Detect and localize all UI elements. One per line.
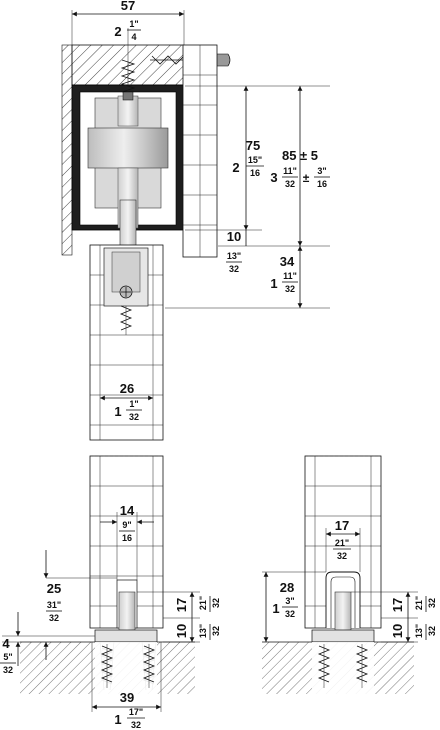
dim-57-mm: 57 <box>121 0 135 13</box>
dim-10-r-mm: 10 <box>390 624 405 638</box>
dim-10-r-in-num: 13" <box>414 624 424 638</box>
dim-17-left-mm: 17 <box>174 598 189 612</box>
dim-39-in-den: 32 <box>131 720 141 730</box>
dim-17-left-in-num: 21" <box>198 596 208 610</box>
dim-4-mm: 4 <box>2 636 10 651</box>
dim-17-right-mm: 17 <box>335 518 349 533</box>
dimension-75: 75 2 15" 16 <box>185 85 264 231</box>
dim-26-mm: 26 <box>120 381 134 396</box>
dim-39-mm: 39 <box>120 690 134 705</box>
dim-28-in-num: 3" <box>285 596 294 606</box>
dim-4-in-den: 32 <box>3 665 13 675</box>
dim-17-r-in-num: 21" <box>414 596 424 610</box>
dim-39-in-whole: 1 <box>114 712 121 727</box>
dim-57-in-den: 4 <box>131 32 136 42</box>
dim-4-in-num: 5" <box>3 652 12 662</box>
bottom-left-assembly <box>20 455 195 694</box>
dim-gap10-in-num: 13" <box>227 251 241 261</box>
bottom-right-assembly <box>262 455 414 694</box>
dim-25-in-den: 32 <box>49 613 59 623</box>
door-bracket <box>103 247 149 335</box>
top-assembly <box>61 28 231 441</box>
dim-28-in-whole: 1 <box>272 601 279 616</box>
dim-85-in-whole: 3 <box>270 170 277 185</box>
dim-25-in-num: 31" <box>47 600 61 610</box>
dim-85-tol-num: 3" <box>317 166 326 176</box>
dimension-39: 39 1 17" 32 <box>91 642 162 730</box>
wall-section <box>61 44 73 256</box>
ceiling-screw <box>120 28 136 101</box>
dim-gap10-mm: 10 <box>227 229 241 244</box>
dimension-gap-10: 10 13" 32 <box>218 229 330 274</box>
dimension-17-10-left: 17 21" 32 10 13" 32 <box>137 591 221 643</box>
dimension-28: 28 1 3" 32 <box>262 571 326 642</box>
dimension-25: 25 31" 32 <box>43 550 117 660</box>
dim-26-in-den: 32 <box>129 412 139 422</box>
dim-57-in-whole: 2 <box>114 24 121 39</box>
dim-26-in-whole: 1 <box>114 404 121 419</box>
dimension-34: 34 1 11" 32 <box>165 246 330 309</box>
dim-17-right-in-den: 32 <box>337 551 347 561</box>
dim-25-mm: 25 <box>47 581 61 596</box>
dim-75-in-whole: 2 <box>232 160 239 175</box>
roller <box>87 127 169 169</box>
dimension-26: 26 1 1" 32 <box>100 381 153 422</box>
dim-17-left-in-den: 32 <box>211 598 221 608</box>
dim-85-tol-den: 16 <box>317 179 327 189</box>
dim-17-r-in-den: 32 <box>427 598 437 608</box>
dimension-85: 85 ± 5 3 11" 32 ± 3" 16 <box>262 85 330 246</box>
dim-14-in-num: 9" <box>122 520 131 530</box>
dim-34-in-whole: 1 <box>270 276 277 291</box>
hanger-bolt <box>119 199 137 253</box>
dim-85-tol-sep: ± <box>303 171 310 185</box>
floor-guide-right <box>311 591 375 643</box>
dimension-4: 4 5" 32 <box>0 612 95 675</box>
dim-85-in-den: 32 <box>285 179 295 189</box>
dimension-17-right: 17 21" 32 <box>325 518 361 572</box>
dim-10-left-in-den: 32 <box>211 626 221 636</box>
dim-14-mm: 14 <box>120 503 135 518</box>
dim-85-mm: 85 ± 5 <box>282 148 318 163</box>
dim-75-in-den: 16 <box>250 168 260 178</box>
dim-34-in-num: 11" <box>283 271 297 281</box>
dim-14-in-den: 16 <box>122 533 132 543</box>
dim-10-r-in-den: 32 <box>427 626 437 636</box>
dim-75-mm: 75 <box>246 138 260 153</box>
dim-gap10-in-den: 32 <box>229 264 239 274</box>
dim-57-in-num: 1" <box>129 19 138 29</box>
dim-10-left-in-num: 13" <box>198 624 208 638</box>
dim-34-in-den: 32 <box>285 284 295 294</box>
dim-17-r-mm: 17 <box>390 598 405 612</box>
dimension-57: 57 2 1" 4 <box>71 0 185 45</box>
dim-39-in-num: 17" <box>129 707 143 717</box>
dim-75-in-num: 15" <box>248 155 262 165</box>
dimension-14: 14 9" 16 <box>100 503 154 580</box>
dim-85-in-num: 11" <box>283 166 297 176</box>
dim-28-in-den: 32 <box>285 609 295 619</box>
dim-28-mm: 28 <box>280 580 294 595</box>
dim-17-right-in-num: 21" <box>335 538 349 548</box>
dim-34-mm: 34 <box>280 254 295 269</box>
dimension-17-10-right: 17 21" 32 10 13" 32 <box>351 591 437 643</box>
dim-10-left-mm: 10 <box>174 624 189 638</box>
dim-26-in-num: 1" <box>129 399 138 409</box>
